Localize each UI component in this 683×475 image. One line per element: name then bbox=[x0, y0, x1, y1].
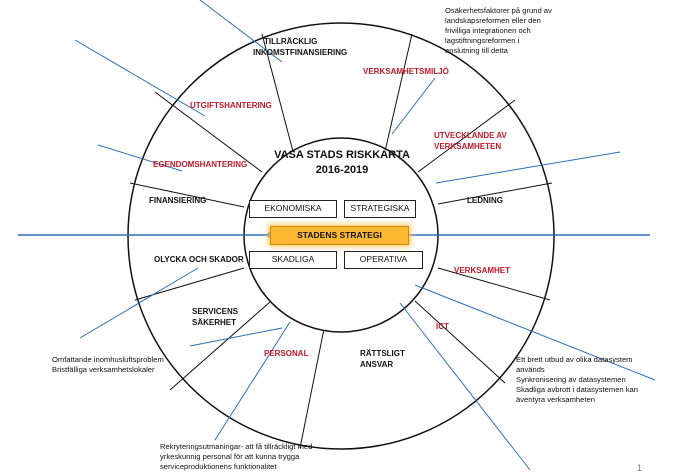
box-strategiska: STRATEGISKA bbox=[344, 200, 416, 218]
note-line: serviceproduktionens funktionalitet bbox=[160, 462, 277, 471]
leader-lines bbox=[74, 0, 656, 471]
page-number: 1 bbox=[637, 463, 643, 473]
sector-dividers bbox=[129, 33, 553, 449]
note-line: används bbox=[516, 365, 545, 374]
note-line: äventyra verksamheten bbox=[516, 395, 595, 404]
label-utvecklande-line2: VERKSAMHETEN bbox=[434, 142, 502, 151]
diagram-title: VASA STADS RISKKARTA 2016-2019 bbox=[262, 148, 422, 178]
label-egendomshantering: EGENDOMSHANTERING bbox=[153, 160, 248, 169]
label-personal: PERSONAL bbox=[264, 349, 309, 358]
box-skadliga: SKADLIGA bbox=[249, 251, 337, 269]
label-ict: ICT bbox=[436, 322, 449, 331]
label-inkomstfinansiering: INKOMSTFINANSIERING bbox=[253, 48, 348, 57]
note-line: Omfattande inomhusluftsproblem bbox=[52, 355, 164, 364]
box-ekonomiska: EKONOMISKA bbox=[249, 200, 337, 218]
label-tillracklig: TILLRÄCKLIG bbox=[264, 37, 317, 47]
note-line: Osäkerhetsfaktorer på grund av bbox=[445, 6, 552, 15]
label-ledning: LEDNING bbox=[467, 196, 503, 205]
note-left: Omfattande inomhusluftsproblem Bristfäll… bbox=[52, 355, 164, 375]
label-rattsligt-line1: RÄTTSLIGT bbox=[360, 349, 405, 358]
note-line: landskapsreformen eller den bbox=[445, 16, 541, 25]
box-stadens-strategi: STADENS STRATEGI bbox=[270, 226, 409, 245]
note-right: Ett brett utbud av olika datasystem anvä… bbox=[516, 355, 638, 405]
note-line: Bristfälliga verksamhetslokaler bbox=[52, 365, 155, 374]
note-line: anslutning till detta bbox=[445, 46, 508, 55]
note-bottom: Rekryteringsutmaningar- att få tillräckl… bbox=[160, 442, 312, 472]
label-utgiftshantering: UTGIFTSHANTERING bbox=[190, 101, 272, 110]
label-olycka-och-skador: OLYCKA OCH SKADOR bbox=[154, 255, 244, 264]
note-line: Synkronisering av datasystemen bbox=[516, 375, 626, 384]
note-line: Ett brett utbud av olika datasystem bbox=[516, 355, 633, 364]
label-verksamhetsmiljo: VERKSAMHETSMILJÖ bbox=[363, 67, 449, 76]
box-operativa: OPERATIVA bbox=[344, 251, 423, 269]
note-line: frivilliga integrationen och bbox=[445, 26, 531, 35]
label-servicens-line2: SÄKERHET bbox=[192, 318, 237, 327]
note-top-right: Osäkerhetsfaktorer på grund av landskaps… bbox=[445, 6, 552, 56]
label-rattsligt-line2: ANSVAR bbox=[360, 360, 394, 369]
title-line-1: VASA STADS RISKKARTA bbox=[274, 149, 410, 161]
label-verksamhet: VERKSAMHET bbox=[454, 266, 511, 275]
label-finansiering: FINANSIERING bbox=[149, 196, 207, 205]
note-line: Rekryteringsutmaningar- att få tillräckl… bbox=[160, 442, 313, 451]
note-line: lagstiftningsreformen i bbox=[445, 36, 520, 45]
label-servicens-line1: SERVICENS bbox=[192, 307, 239, 316]
label-tillracklig-line1: TILLRÄCKLIG bbox=[264, 37, 318, 46]
label-utvecklande-line1: UTVECKLANDE AV bbox=[434, 131, 507, 140]
note-line: Skadliga avbrott i datasystemen kan bbox=[516, 385, 638, 394]
note-line: yrkeskunnig personal för att kunna trygg… bbox=[160, 452, 300, 461]
title-line-2: 2016-2019 bbox=[315, 164, 369, 176]
